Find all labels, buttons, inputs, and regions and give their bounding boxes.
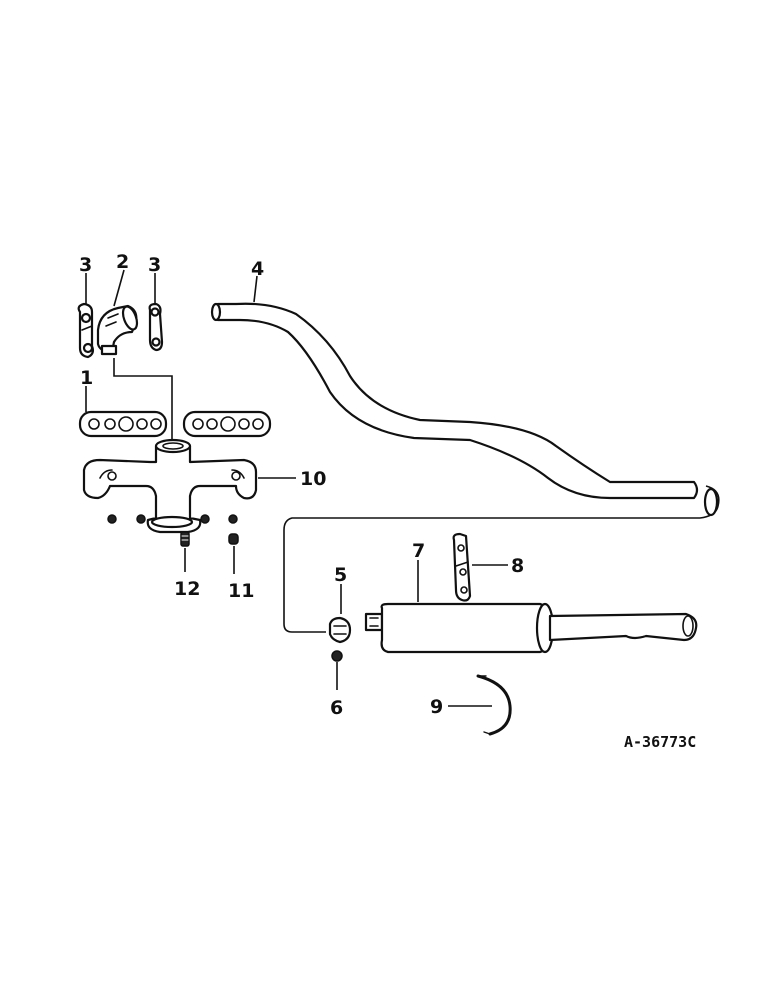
callout-3-right: 3 bbox=[148, 254, 161, 276]
callout-6: 6 bbox=[330, 697, 343, 719]
callout-leaders bbox=[85, 269, 508, 707]
callout-5: 5 bbox=[334, 564, 347, 586]
nut-11 bbox=[228, 533, 239, 545]
callout-3-left: 3 bbox=[79, 254, 92, 276]
figure-id: A-36773C bbox=[624, 733, 696, 751]
nuts-row bbox=[107, 514, 238, 524]
muffler bbox=[364, 602, 698, 654]
stud-12 bbox=[180, 531, 190, 547]
u-bolt bbox=[476, 674, 512, 736]
callout-1: 1 bbox=[80, 367, 93, 389]
callout-9: 9 bbox=[430, 696, 443, 718]
callout-2: 2 bbox=[116, 251, 129, 273]
clamp-right bbox=[148, 302, 164, 352]
callout-8: 8 bbox=[511, 555, 524, 577]
muffler-clamp-5 bbox=[328, 616, 352, 644]
exhaust-pipe bbox=[210, 302, 699, 500]
callout-7: 7 bbox=[412, 540, 425, 562]
callout-10: 10 bbox=[300, 468, 326, 490]
elbow-fitting bbox=[96, 304, 139, 356]
elbow-leader bbox=[113, 358, 173, 440]
pipe-end-bell bbox=[703, 487, 719, 517]
pipe-leader bbox=[283, 485, 720, 633]
manifold-gasket-right bbox=[182, 410, 272, 438]
callout-11: 11 bbox=[228, 580, 254, 602]
muffler-bracket bbox=[452, 532, 472, 602]
nut-6 bbox=[331, 650, 343, 662]
clamp-left bbox=[77, 302, 94, 359]
manifold-gasket-left bbox=[78, 410, 168, 438]
exhaust-manifold bbox=[82, 438, 258, 534]
callout-12: 12 bbox=[174, 578, 200, 600]
callout-4: 4 bbox=[251, 258, 264, 280]
